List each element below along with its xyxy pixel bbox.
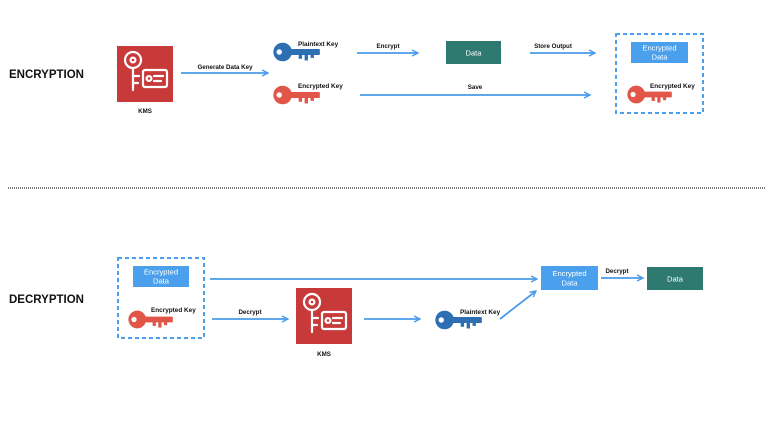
generate-data-key-label: Generate Data Key	[197, 64, 253, 71]
encrypted-data-box-input	[133, 266, 189, 287]
decrypt-data-label: Decrypt	[605, 268, 628, 275]
kms-tile-decrypt	[296, 288, 352, 344]
encrypted-data-output-line1: Encrypted	[642, 44, 676, 53]
data-box-decrypt	[647, 267, 703, 290]
encrypted-data-decrypt-line2: Data	[561, 279, 578, 288]
kms-label-decrypt: KMS	[317, 351, 331, 358]
encrypted-key-label: Encrypted Key	[298, 83, 343, 90]
encrypted-data-box-output	[631, 42, 688, 63]
data-box-decrypt-label: Data	[667, 275, 684, 284]
kms-label-encrypt: KMS	[138, 108, 152, 115]
encrypted-data-output-line2: Data	[651, 53, 668, 62]
kms-tile-encrypt	[117, 46, 173, 102]
plaintext-key-decrypt-label: Plaintext Key	[460, 309, 501, 316]
encrypt-label: Encrypt	[376, 43, 399, 50]
input-bundle	[117, 257, 205, 339]
plaintext-key-label: Plaintext Key	[298, 41, 339, 48]
encrypted-key-output-label: Encrypted Key	[650, 83, 695, 90]
data-box-encrypt-label: Data	[465, 49, 482, 58]
store-output-label: Store Output	[534, 43, 572, 50]
encrypted-data-input-line1: Encrypted	[144, 268, 178, 277]
encrypted-data-box-decrypt	[541, 266, 598, 290]
data-box-encrypt	[446, 41, 501, 64]
encryption-section-label: ENCRYPTION	[9, 69, 84, 81]
encrypted-data-decrypt-line1: Encrypted	[552, 269, 586, 278]
decrypt-key-label: Decrypt	[238, 309, 261, 316]
encrypted-key-input-label: Encrypted Key	[151, 307, 196, 314]
save-label: Save	[468, 84, 483, 91]
encrypted-data-input-line2: Data	[153, 277, 170, 286]
output-bundle	[615, 33, 704, 114]
decryption-section-label: DECRYPTION	[9, 294, 84, 306]
plaintext-to-encrypted-data-arrow	[499, 291, 536, 320]
